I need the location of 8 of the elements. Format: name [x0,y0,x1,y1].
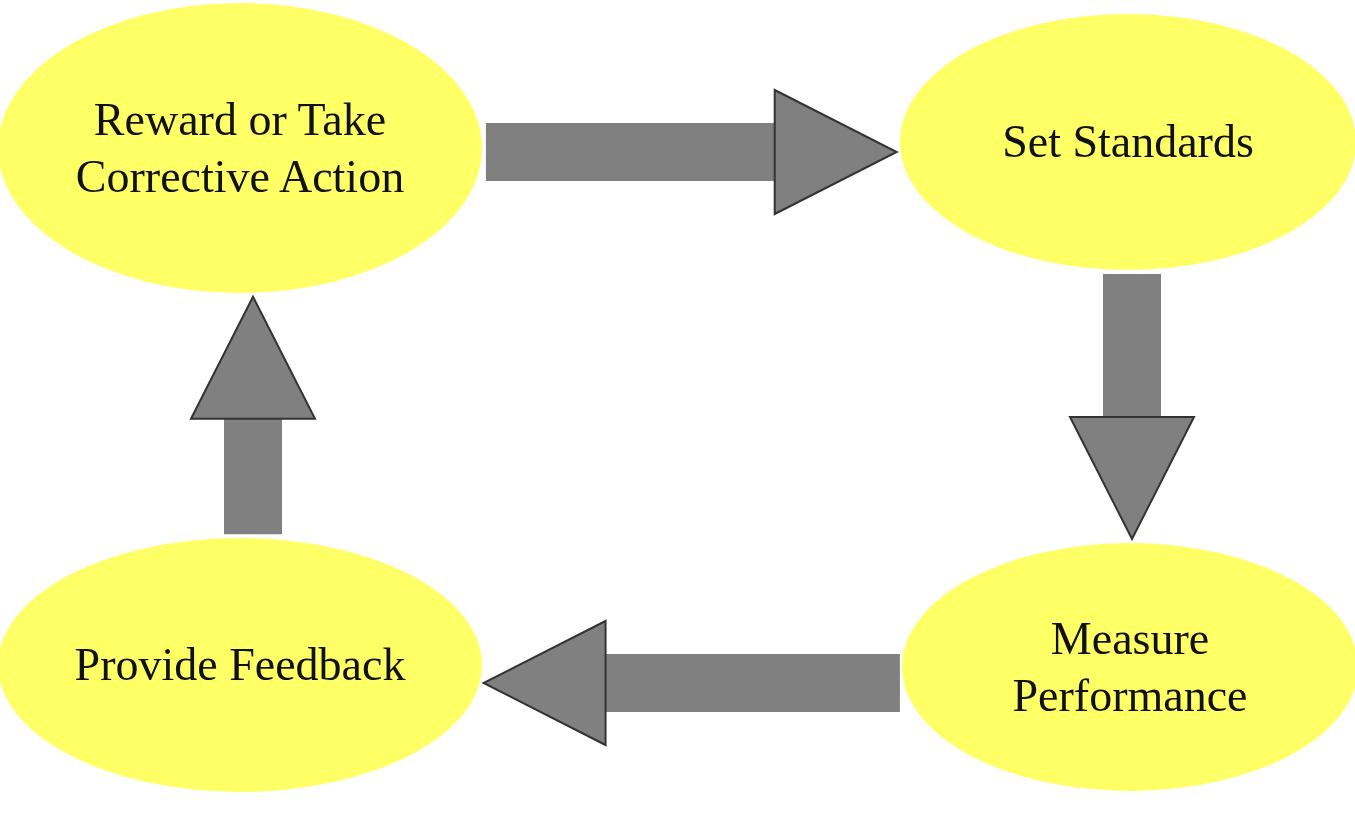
node-label: Reward or Take Corrective Action [74,92,406,204]
block-arrow [485,89,898,215]
block-arrow [482,620,900,746]
block-arrow [190,295,316,535]
node-label: Provide Feedback [74,638,406,693]
node-label: Measure Performance [1011,611,1249,723]
node-label: Set Standards [1002,115,1254,170]
block-arrow [1069,274,1195,540]
